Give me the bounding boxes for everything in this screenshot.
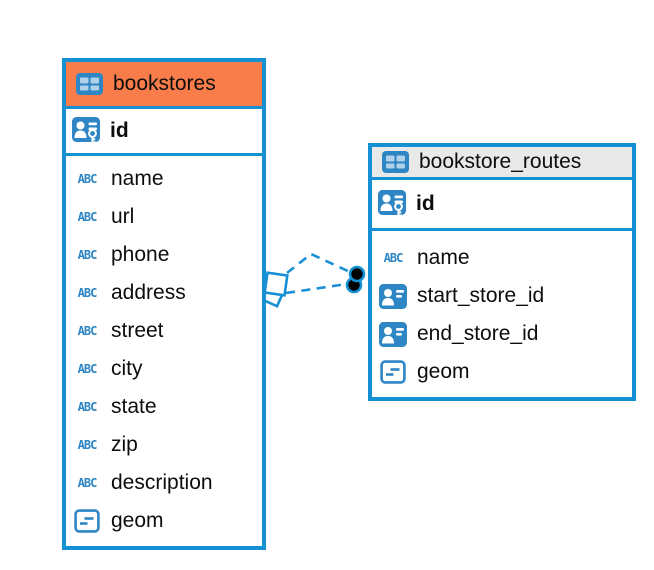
foreign-key-icon (377, 321, 409, 347)
geometry-type-icon (377, 360, 409, 384)
field-name: url (111, 205, 135, 228)
table-title: bookstores (113, 72, 216, 95)
target-marker-dots (345, 265, 366, 294)
table-bookstore-routes[interactable]: bookstore_routes id (368, 143, 636, 401)
field-name: description (111, 471, 213, 494)
text-type-icon: ABC (77, 399, 98, 415)
text-type-icon: ABC (383, 250, 404, 266)
field-list: ABC name ABC url ABC phone ABC address A… (66, 156, 262, 540)
text-type-icon: ABC (77, 475, 98, 491)
field-name: geom (111, 509, 164, 532)
table-bookstore-routes-header[interactable]: bookstore_routes (372, 147, 632, 180)
pk-field-name: id (416, 192, 435, 215)
geometry-type-icon (71, 509, 103, 533)
table-icon (379, 151, 411, 173)
field-name: name (417, 246, 470, 269)
table-icon (73, 73, 105, 95)
text-type-icon: ABC (77, 361, 98, 377)
text-type-icon: ABC (77, 171, 98, 187)
field-row: ABC street (71, 312, 257, 350)
field-row: start_store_id (377, 277, 627, 315)
text-type-icon: ABC (77, 247, 98, 263)
field-name: state (111, 395, 157, 418)
field-name: end_store_id (417, 322, 539, 345)
field-row: ABC name (71, 160, 257, 198)
field-name: zip (111, 433, 138, 456)
text-type-icon: ABC (77, 323, 98, 339)
pk-row: id (372, 180, 632, 231)
text-type-icon: ABC (77, 437, 98, 453)
field-row: ABC name (377, 239, 627, 277)
pk-field-name: id (110, 119, 129, 142)
field-name: address (111, 281, 186, 304)
primary-key-icon (377, 189, 409, 219)
field-name: name (111, 167, 164, 190)
field-name: start_store_id (417, 284, 545, 307)
text-type-icon: ABC (77, 285, 98, 301)
relationship-lines[interactable] (285, 252, 351, 295)
primary-key-icon (71, 116, 103, 146)
field-row: ABC description (71, 464, 257, 502)
relationship-line-upper[interactable] (286, 252, 351, 275)
field-row: geom (377, 353, 627, 391)
table-title: bookstore_routes (419, 150, 582, 173)
field-row: ABC state (71, 388, 257, 426)
relationship-line-lower[interactable] (285, 282, 348, 295)
field-row: end_store_id (377, 315, 627, 353)
field-row: ABC zip (71, 426, 257, 464)
field-row: ABC phone (71, 236, 257, 274)
field-row: ABC address (71, 274, 257, 312)
field-name: city (111, 357, 143, 380)
field-name: street (111, 319, 164, 342)
field-list: ABC name start_store_id (372, 231, 632, 391)
foreign-key-icon (377, 283, 409, 309)
field-name: phone (111, 243, 170, 266)
table-bookstores[interactable]: bookstores id (62, 58, 266, 550)
table-bookstores-header[interactable]: bookstores (66, 62, 262, 109)
field-name: geom (417, 360, 470, 383)
pk-row: id (66, 109, 262, 156)
field-row: ABC url (71, 198, 257, 236)
field-row: geom (71, 502, 257, 540)
text-type-icon: ABC (77, 209, 98, 225)
field-row: ABC city (71, 350, 257, 388)
